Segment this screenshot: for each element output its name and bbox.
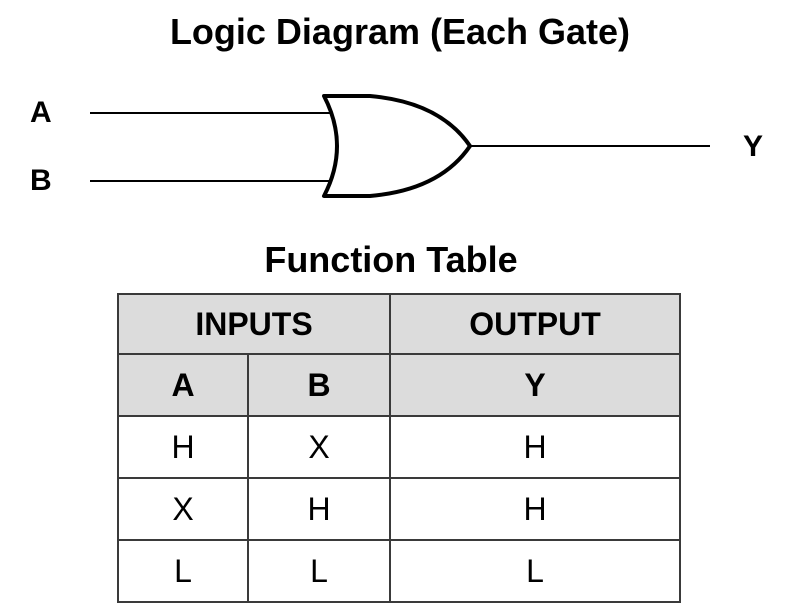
table-cell: H	[247, 477, 391, 541]
function-table-title: Function Table	[264, 239, 518, 280]
table-row: L L L	[117, 539, 681, 603]
table-cell: H	[389, 415, 681, 479]
inputs-group-header: INPUTS	[117, 293, 391, 355]
input-b-label: B	[30, 164, 52, 197]
or-gate-diagram	[90, 94, 710, 198]
input-a-label: A	[30, 96, 52, 129]
table-cell: H	[117, 415, 249, 479]
table-cell: H	[389, 477, 681, 541]
column-header-y: Y	[389, 353, 681, 417]
table-group-header-row: INPUTS OUTPUT	[117, 293, 681, 355]
table-column-header-row: A B Y	[117, 353, 681, 417]
table-cell: L	[117, 539, 249, 603]
table-row: X H H	[117, 477, 681, 541]
column-header-b: B	[247, 353, 391, 417]
table-cell: L	[247, 539, 391, 603]
column-header-a: A	[117, 353, 249, 417]
table-cell: X	[117, 477, 249, 541]
or-gate-symbol	[322, 94, 472, 198]
table-cell: X	[247, 415, 391, 479]
output-y-label: Y	[743, 130, 764, 163]
diagram-title: Logic Diagram (Each Gate)	[169, 11, 631, 52]
table-cell: L	[389, 539, 681, 603]
function-table: INPUTS OUTPUT A B Y H X H X H H L L L	[117, 293, 681, 603]
table-row: H X H	[117, 415, 681, 479]
output-group-header: OUTPUT	[389, 293, 681, 355]
